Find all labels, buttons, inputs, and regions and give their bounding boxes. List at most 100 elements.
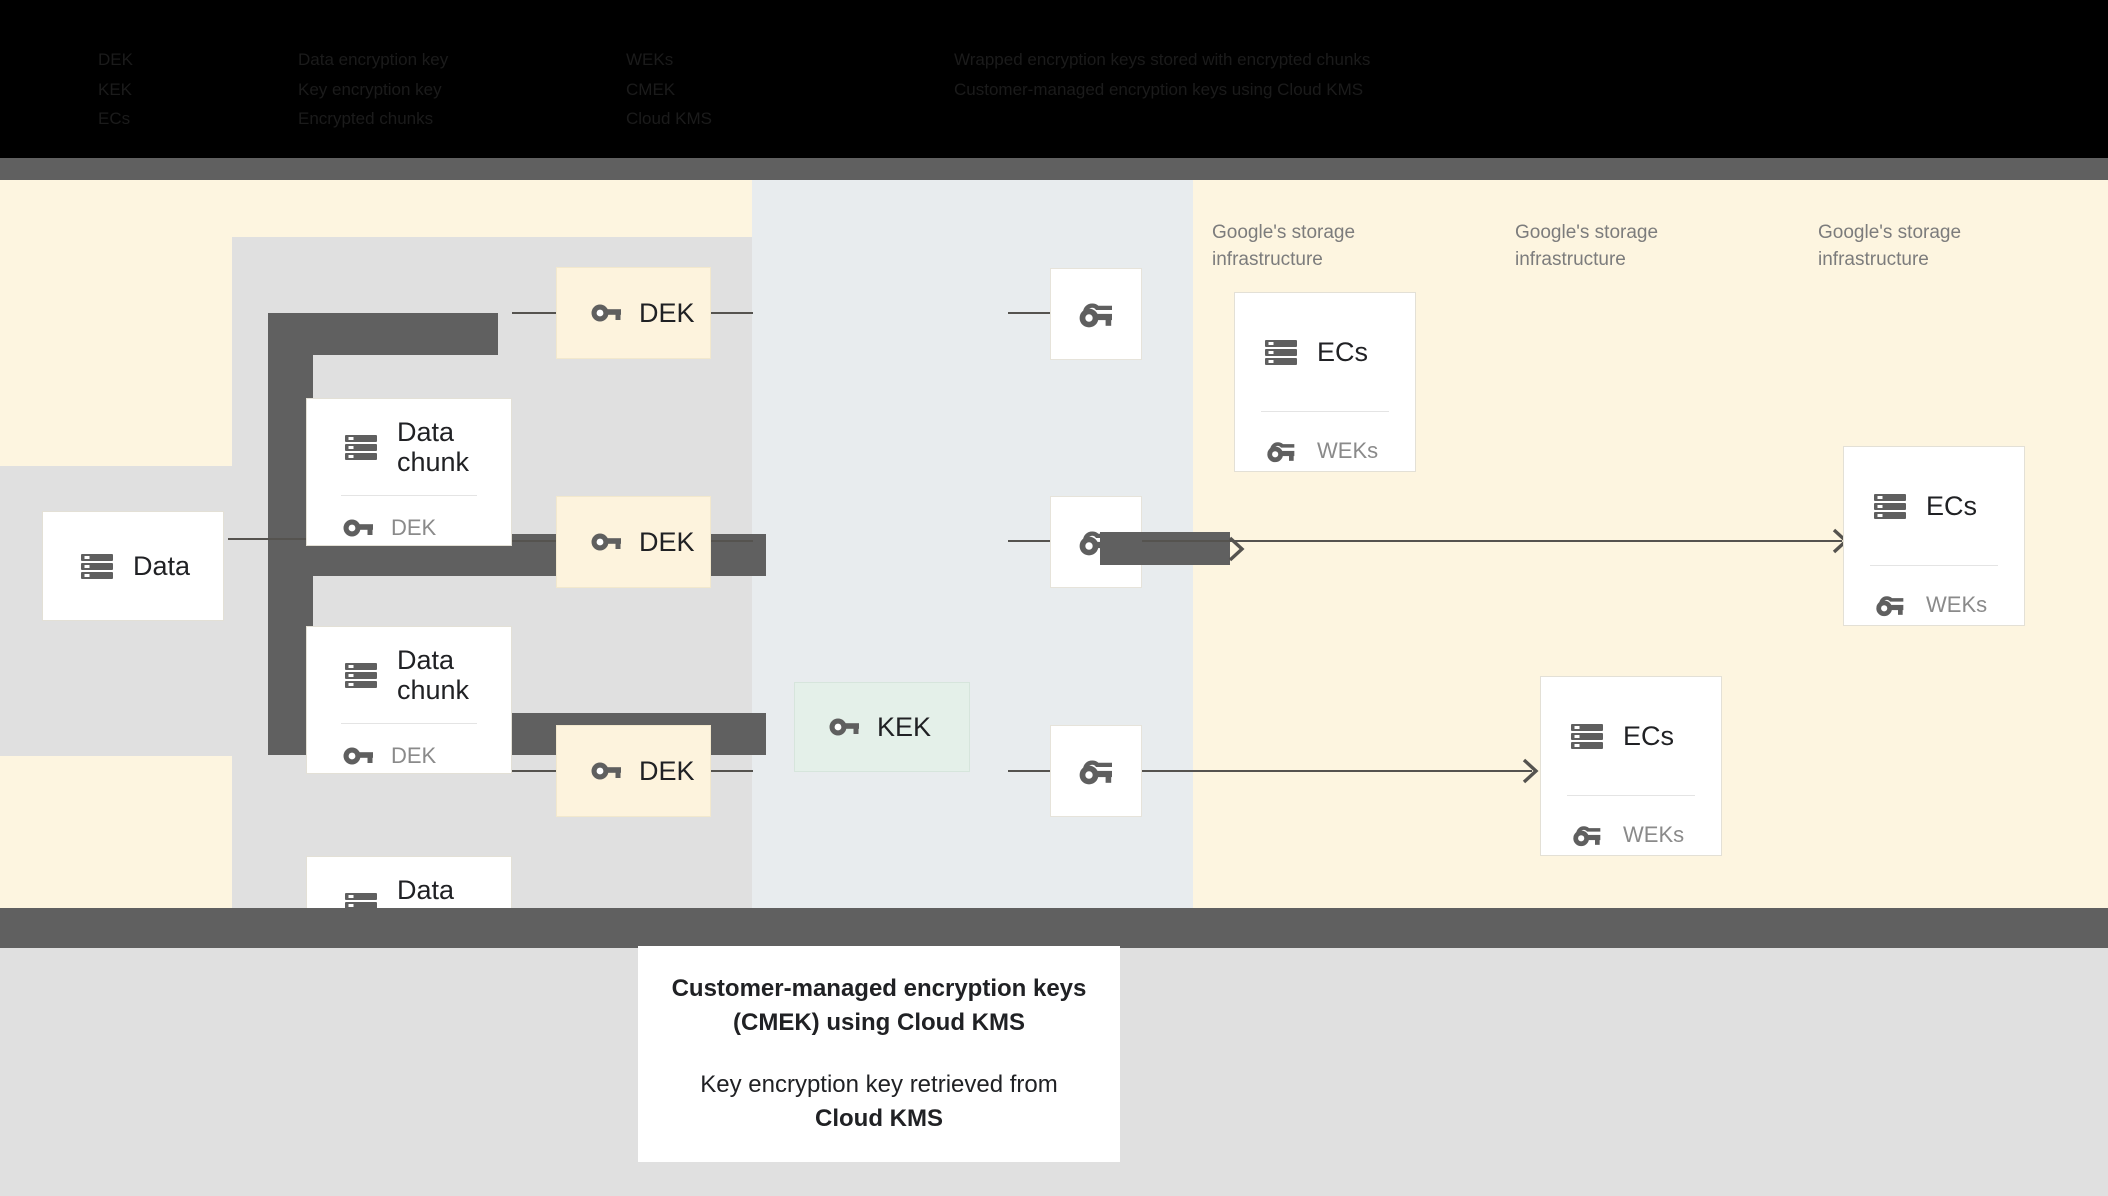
chunk-1-key-label: DEK — [391, 515, 437, 540]
connector-chunk2-dek — [512, 540, 556, 542]
key-icon — [341, 739, 375, 773]
server-icon — [1870, 486, 1910, 526]
ecs-1-header: ECs — [1235, 293, 1415, 411]
legend-item: Wrapped encryption keys stored with encr… — [954, 50, 1371, 69]
legend-item: ECs — [98, 109, 131, 129]
card-data-header: Data — [43, 512, 223, 620]
caption-box: Customer-managed encryption keys (CMEK) … — [638, 946, 1120, 1162]
key-icon — [341, 511, 375, 545]
server-icon — [77, 546, 117, 586]
header-legend-bar: DEK KEK ECs Data encryption key Key encr… — [0, 0, 2108, 158]
server-icon — [341, 655, 381, 695]
ecs-1-divider — [1261, 411, 1389, 412]
ecs-2-key-label: WEKs — [1926, 592, 1988, 617]
legend-item: WEKs — [626, 50, 674, 69]
connector-to-wkey-3 — [1008, 770, 1050, 772]
ecs-2-divider — [1870, 565, 1998, 566]
chunk-2-key-label: DEK — [391, 743, 437, 768]
connector-dek3-out — [711, 770, 753, 772]
legend-item: CMEK — [626, 79, 676, 99]
connector-to-wkey-2 — [1008, 540, 1050, 542]
pill-kek-label: KEK — [877, 711, 932, 742]
ecs-3-key-row: WEKs — [1567, 815, 1711, 855]
legend-item: KEK — [98, 79, 133, 99]
ecs-3-header: ECs — [1541, 677, 1721, 795]
arrow-line-to-ecs-2 — [1142, 540, 1842, 542]
wrapped-key-icon — [1072, 747, 1120, 795]
server-icon — [1567, 716, 1607, 756]
infra-label-2: Google's storage infrastructure — [1515, 222, 1659, 270]
legend-column-abbrev: DEK KEK ECs — [98, 48, 298, 132]
card-ecs-3[interactable]: ECs WEKs — [1540, 676, 1722, 856]
chunk-1-divider — [341, 495, 477, 496]
arrowhead-ecs-1 — [1228, 536, 1245, 562]
server-icon — [1261, 332, 1301, 372]
wrapped-key-box-3[interactable] — [1050, 725, 1142, 817]
caption-line-2: (CMEK) using Cloud KMS — [733, 1008, 1025, 1036]
key-icon — [589, 754, 623, 788]
legend: DEK KEK ECs Data encryption key Key encr… — [0, 48, 2108, 136]
infra-label-3: Google's storage infrastructure — [1818, 222, 1962, 270]
card-data-chunk-2[interactable]: Data chunk DEK — [306, 626, 512, 774]
legend-item: Key encryption key — [298, 79, 442, 99]
wrapped-key-icon — [1870, 585, 1910, 625]
chunk-2-key-row: DEK — [341, 739, 501, 773]
arrowhead-ecs-3 — [1522, 758, 1539, 784]
connector-dek1-out — [711, 312, 753, 314]
card-data[interactable]: Data — [42, 511, 224, 621]
arrow-thick-to-ecs-1 — [1100, 532, 1230, 565]
chunk-1-key-row: DEK — [341, 511, 501, 545]
legend-item: Data encryption key — [298, 50, 449, 69]
wrapped-key-icon — [1567, 815, 1607, 855]
key-icon — [589, 525, 623, 559]
ecs-1-title: ECs — [1317, 336, 1369, 367]
pill-dek-1-label: DEK — [639, 297, 695, 328]
chunk-2-title: Data chunk — [397, 644, 470, 705]
pill-dek-1[interactable]: DEK — [556, 267, 711, 359]
pill-dek-3-label: DEK — [639, 755, 695, 786]
server-icon — [341, 427, 381, 467]
infra-label-1: Google's storage infrastructure — [1212, 222, 1356, 270]
pill-dek-2-label: DEK — [639, 526, 695, 557]
connector-to-wkey-1 — [1008, 312, 1050, 314]
pill-dek-2[interactable]: DEK — [556, 496, 711, 588]
ecs-2-key-row: WEKs — [1870, 585, 2014, 625]
diagram-canvas: Data Data chu — [0, 180, 2108, 1004]
legend-column-abbrev-2: WEKs CMEK Cloud KMS — [626, 48, 926, 132]
pill-dek-3[interactable]: DEK — [556, 725, 711, 817]
chunk-2-header: Data chunk — [307, 627, 511, 723]
chunk-2-divider — [341, 723, 477, 724]
wrapped-key-icon — [1261, 431, 1301, 471]
arrow-line-to-ecs-3 — [1142, 770, 1532, 772]
connector-data-to-trunk — [228, 538, 308, 540]
wrapped-key-icon — [1072, 290, 1120, 338]
card-data-title: Data — [133, 550, 191, 581]
ecs-1-key-label: WEKs — [1317, 438, 1379, 463]
legend-item: Encrypted chunks — [298, 109, 434, 129]
ecs-1-key-row: WEKs — [1261, 431, 1405, 471]
legend-column-expanded-2: Wrapped encryption keys stored with encr… — [954, 48, 1594, 102]
branch-arm-top — [268, 313, 498, 355]
card-ecs-1[interactable]: ECs WEKs — [1234, 292, 1416, 472]
card-data-chunk-1[interactable]: Data chunk DEK — [306, 398, 512, 546]
ecs-2-title: ECs — [1926, 490, 1978, 521]
key-icon — [589, 296, 623, 330]
chunk-1-title: Data chunk — [397, 416, 470, 477]
ecs-2-header: ECs — [1844, 447, 2024, 565]
top-divider-band — [0, 158, 2108, 180]
pill-kek[interactable]: KEK — [794, 682, 970, 772]
connector-chunk1-dek — [512, 312, 556, 314]
legend-item: Cloud KMS — [626, 109, 712, 129]
caption-line-3: Key encryption key retrieved from — [700, 1071, 1058, 1098]
legend-item: Customer-managed encryption keys using C… — [954, 79, 1364, 99]
legend-column-expanded: Data encryption key Key encryption key E… — [298, 48, 598, 132]
caption-line-1: Customer-managed encryption keys — [671, 974, 1087, 1002]
wrapped-key-box-1[interactable] — [1050, 268, 1142, 360]
connector-dek2-out — [711, 540, 753, 542]
ecs-3-key-label: WEKs — [1623, 822, 1685, 847]
legend-item: DEK — [98, 50, 133, 69]
ecs-3-divider — [1567, 795, 1695, 796]
key-icon — [827, 710, 861, 744]
card-ecs-2[interactable]: ECs WEKs — [1843, 446, 2025, 626]
